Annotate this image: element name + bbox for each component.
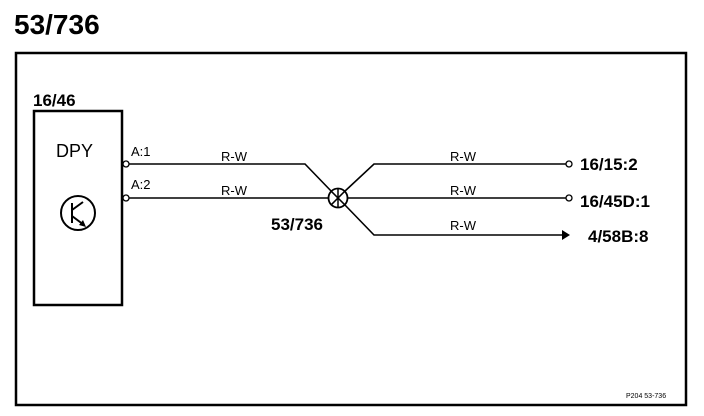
wire-out-1-label: R-W bbox=[450, 149, 477, 164]
splice-icon bbox=[327, 187, 349, 209]
wire-out-2-label: R-W bbox=[450, 183, 477, 198]
component-name: DPY bbox=[56, 141, 93, 161]
wire-out-1 bbox=[343, 163, 566, 193]
wire-out-3 bbox=[343, 203, 562, 236]
dest-2-label: 16/45D:1 bbox=[580, 192, 650, 211]
pin-a1-label: A:1 bbox=[131, 144, 151, 159]
diagram-title: 53/736 bbox=[14, 9, 100, 40]
diagram-frame bbox=[14, 51, 688, 407]
dest-3-label: 4/58B:8 bbox=[588, 227, 648, 246]
wire-in-1-label: R-W bbox=[221, 149, 248, 164]
transistor-symbol-icon bbox=[60, 195, 96, 231]
pin-a2-label: A:2 bbox=[131, 177, 151, 192]
component-box bbox=[32, 109, 124, 307]
splice-label: 53/736 bbox=[271, 215, 323, 234]
dest-3-arrow-icon bbox=[562, 230, 570, 240]
dest-2-terminal bbox=[565, 194, 573, 202]
pin-a1-terminal bbox=[122, 160, 130, 168]
wire-in-1 bbox=[129, 163, 334, 194]
diagram-ref: P204 53-736 bbox=[626, 393, 666, 400]
wire-in-2-label: R-W bbox=[221, 183, 248, 198]
pin-a2-terminal bbox=[122, 194, 130, 202]
dest-1-label: 16/15:2 bbox=[580, 155, 638, 174]
component-ref: 16/46 bbox=[33, 91, 76, 110]
dest-1-terminal bbox=[565, 160, 573, 168]
wire-out-3-label: R-W bbox=[450, 218, 477, 233]
